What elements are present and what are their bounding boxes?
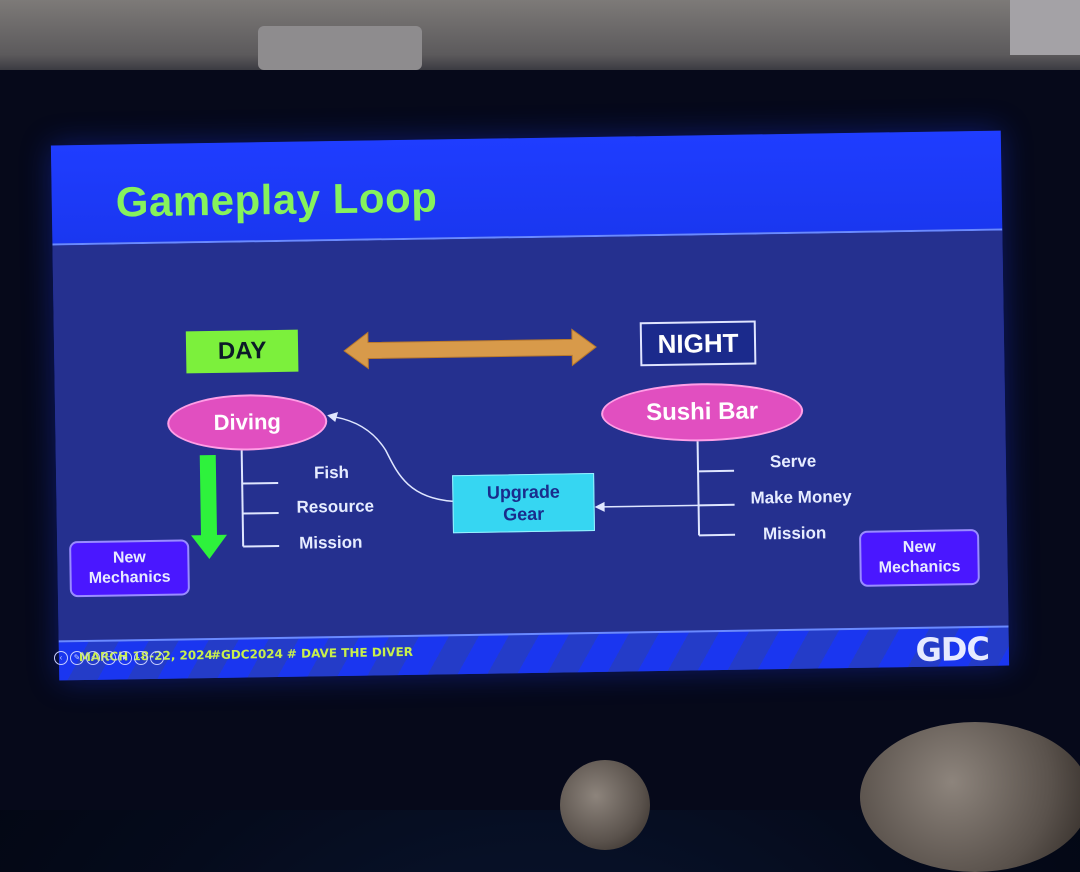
more-icon[interactable]: ⋯ (134, 651, 148, 665)
title-bar: Gameplay Loop (50, 130, 1003, 246)
double-arrow-icon (343, 328, 597, 370)
diagram-connectors (190, 328, 736, 560)
new-mechanics-right: New Mechanics (859, 528, 980, 587)
video-icon[interactable]: ▸ (118, 651, 132, 665)
down-arrow-icon (190, 454, 227, 560)
arrow-to-diving (327, 412, 453, 502)
audience-head-left (560, 760, 650, 850)
prev-slide-icon[interactable]: ‹ (54, 651, 68, 665)
zoom-icon[interactable]: ⌕ (86, 651, 100, 665)
footer-game: # DAVE THE DIVER (286, 644, 414, 661)
ceiling-light (1010, 0, 1080, 55)
slide: Gameplay Loop (50, 130, 1010, 681)
day-label: DAY (185, 329, 299, 374)
upgrade-gear-line1: Upgrade (486, 481, 561, 503)
ceiling (0, 0, 1080, 78)
footer-hashtag: #GDC2024 (210, 646, 284, 663)
presentation-controls-icons: ‹ ✎ ⌕ ▭ ▸ ⋯ › (54, 651, 164, 667)
day-item-fish: Fish (313, 462, 350, 483)
new-mechanics-left: New Mechanics (69, 539, 190, 598)
new-mechanics-right-line2: Mechanics (878, 558, 961, 577)
night-item-serve: Serve (769, 451, 817, 472)
diagram-area: DAY NIGHT Diving Sushi Bar Fish Resource… (52, 230, 1009, 641)
audience-head-right (860, 722, 1080, 872)
night-item-mission: Mission (762, 523, 827, 544)
slides-icon[interactable]: ▭ (102, 651, 116, 665)
slide-title: Gameplay Loop (115, 173, 438, 226)
day-item-resource: Resource (296, 496, 375, 517)
gdc-logo: GDC (915, 629, 990, 669)
pen-icon[interactable]: ✎ (70, 651, 84, 665)
night-tree-lines (696, 441, 736, 537)
night-label: NIGHT (639, 320, 757, 367)
arrow-to-upgrade (594, 501, 699, 512)
upgrade-gear-line2: Gear (503, 503, 545, 525)
upgrade-gear-box: Upgrade Gear (452, 473, 595, 534)
day-tree-lines (240, 450, 280, 548)
new-mechanics-right-line1: New (902, 538, 936, 557)
day-item-mission: Mission (298, 532, 363, 553)
ceiling-fixture (258, 26, 422, 70)
night-item-make-money: Make Money (750, 486, 852, 508)
new-mechanics-left-line1: New (112, 549, 146, 567)
new-mechanics-left-line2: Mechanics (88, 568, 171, 587)
next-slide-icon[interactable]: › (150, 651, 164, 665)
